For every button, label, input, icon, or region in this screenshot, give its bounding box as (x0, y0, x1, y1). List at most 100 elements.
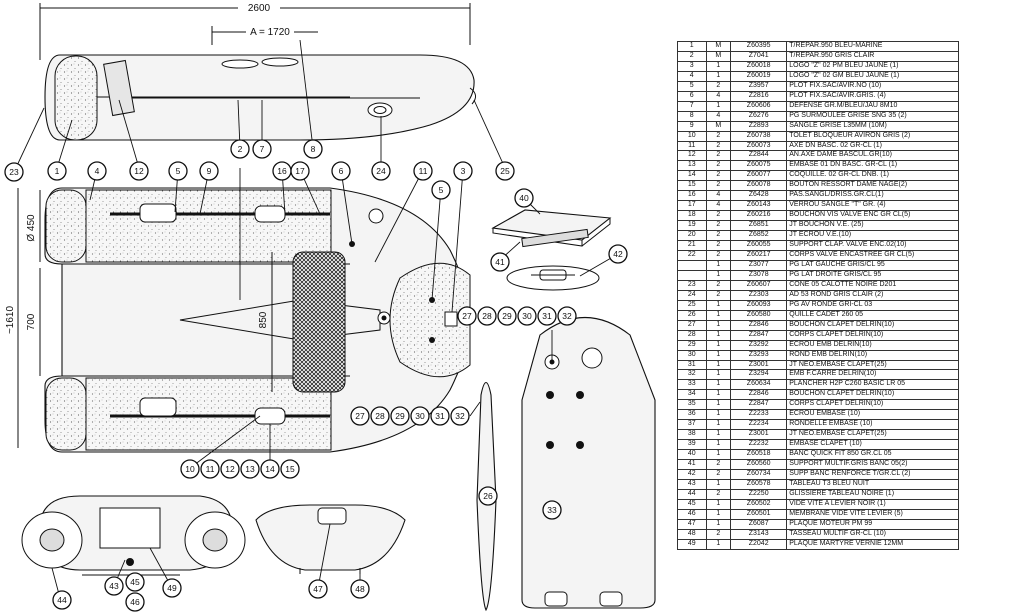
callout-12: 12 (134, 166, 144, 176)
part-item-number: 26 (677, 309, 707, 321)
part-reference: Z3143 (730, 528, 788, 540)
part-reference: Z60019 (730, 70, 788, 82)
callout-48: 48 (355, 584, 365, 594)
part-description: COQUILLE. 02 GR-CL DNB. (1) (786, 170, 959, 182)
part-reference: Z60073 (730, 140, 788, 152)
part-description: BOUTON RESSORT DAME NAGE(2) (786, 180, 959, 192)
part-item-number: 4 (677, 70, 707, 82)
callout-5: 5 (176, 166, 181, 176)
part-reference: Z2816 (730, 90, 788, 102)
part-description: AXE DN BASC. 02 GR-CL (1) (786, 140, 959, 152)
part-item-number: 46 (677, 508, 707, 520)
part-item-number: 45 (677, 498, 707, 510)
part-description: DEFENSE GR.M/BLEU/JAU 8M10 (786, 100, 959, 112)
part-reference: Z60077 (730, 170, 788, 182)
part-quantity: 2 (705, 230, 732, 242)
part-item-number: 42 (677, 468, 707, 480)
part-item-number: 31 (677, 359, 707, 371)
part-description: CORPS CLAPET DELRIN(10) (786, 399, 959, 411)
part-item-number: 13 (677, 160, 707, 172)
callout-7: 7 (260, 144, 265, 154)
part-quantity: 1 (705, 538, 732, 550)
part-description: ECROU EMB DELRIN(10) (786, 339, 959, 351)
part-quantity: 2 (705, 250, 732, 261)
diameter-label: Ø 450 (26, 214, 37, 242)
part-item-number: 17 (677, 200, 707, 212)
width-inner-label: 700 (26, 313, 37, 330)
boat-side-view (44, 54, 476, 141)
part-item-number: 37 (677, 419, 707, 431)
part-reference: Z3001 (730, 429, 788, 441)
part-description: T/REPAR.950 GRIS CLAIR (786, 50, 959, 62)
callout-43: 43 (109, 581, 119, 591)
part-description: PLAQUE MOTEUR PM 99 (786, 518, 959, 530)
part-reference: Z60093 (730, 299, 788, 311)
callout-markers: 23 1 4 12 5 9 2 7 8 16 17 6 24 11 3 25 5… (4, 139, 628, 612)
part-reference: Z3001 (730, 359, 788, 371)
callout-28b: 28 (375, 411, 385, 421)
part-item-number: 14 (677, 170, 707, 182)
part-quantity: 1 (705, 429, 732, 441)
part-description: PLOT FIX.SAC/AVIR.NO (10) (786, 80, 959, 92)
part-quantity: 1 (705, 369, 732, 381)
part-reference: Z60634 (730, 379, 788, 391)
part-quantity: 2 (705, 130, 732, 142)
part-reference: Z2847 (730, 399, 788, 411)
part-description: ROND EMB DELRIN(10) (786, 349, 959, 361)
part-description: T/REPAR.950 BLEU-MARINE (786, 41, 959, 52)
part-quantity: 1 (705, 508, 732, 520)
part-quantity: 1 (705, 70, 732, 82)
part-reference: Z2234 (730, 419, 788, 431)
part-item-number: 23 (677, 279, 707, 291)
part-quantity: M (705, 41, 732, 52)
callout-1: 1 (55, 166, 60, 176)
part-reference: Z6428 (730, 190, 788, 202)
part-quantity: 1 (705, 359, 732, 371)
part-quantity: 1 (705, 60, 732, 72)
part-description: CORPS CLAPET DELRIN(10) (786, 329, 959, 341)
part-reference: Z60738 (730, 130, 788, 142)
part-quantity: 2 (705, 220, 732, 232)
callout-42: 42 (613, 249, 623, 259)
part-item-number: 6 (677, 90, 707, 102)
part-quantity: 1 (705, 478, 732, 490)
part-reference: Z60578 (730, 478, 788, 490)
callout-2: 2 (238, 144, 243, 154)
part-quantity: 2 (705, 459, 732, 470)
part-description: SANGLE GRISE L35MM (10M) (786, 120, 959, 132)
callout-10: 10 (185, 464, 195, 474)
part-quantity: 4 (705, 200, 732, 212)
callout-25: 25 (500, 166, 510, 176)
part-description: CONE 05 CALOTTE NOIRE D201 (786, 279, 959, 291)
part-description: TOLET BLOQUEUR AVIRON GRIS (2) (786, 130, 959, 142)
floor-length-label: 850 (258, 311, 269, 328)
part-quantity: 1 (705, 449, 732, 461)
callout-29b: 29 (395, 411, 405, 421)
callout-27a: 27 (462, 311, 472, 321)
part-item-number: 16 (677, 190, 707, 202)
dimension-width-inner: 700 (26, 268, 41, 376)
part-reference: Z2847 (730, 329, 788, 341)
part-item-number: 41 (677, 459, 707, 470)
part-description: PG AV RONDE GRI-CL 03 (786, 299, 959, 311)
part-reference: Z60560 (730, 459, 788, 470)
